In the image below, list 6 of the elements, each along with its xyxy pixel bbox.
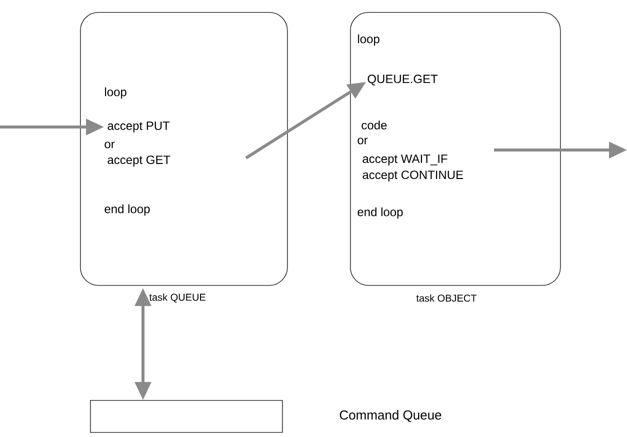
task-box: loop QUEUE.GET code or accept WAIT_IF accept CONTINUE end loop — [350, 12, 561, 286]
box-caption: Command Queue — [340, 410, 442, 422]
box-caption: task QUEUE — [149, 293, 206, 303]
task-box: loop accept PUT or accept GET end loop — [80, 12, 288, 286]
box-caption: task OBJECT — [416, 294, 477, 302]
queue-box — [90, 400, 283, 433]
